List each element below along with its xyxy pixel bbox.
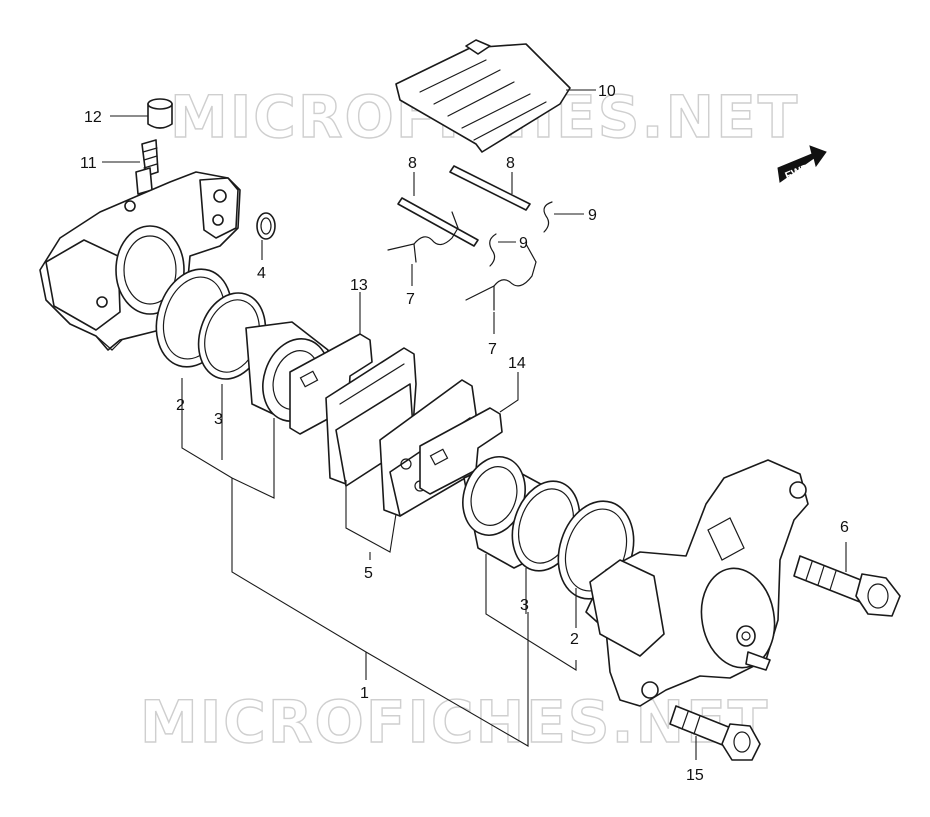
caliper-left-half: [39, 171, 241, 351]
pad-shim-14: [419, 407, 503, 495]
pin-clip-9a: [543, 201, 553, 233]
callout-13: 13: [350, 277, 368, 294]
callout-2a: 2: [176, 397, 185, 414]
callout-2b: 2: [570, 631, 579, 648]
callout-1: 1: [360, 685, 369, 702]
mounting-bolt-15: [669, 705, 761, 761]
callout-14: 14: [508, 355, 526, 372]
callout-6: 6: [840, 519, 849, 536]
pad-shim-13: [289, 333, 373, 435]
callout-15: 15: [686, 767, 704, 784]
callout-12: 12: [84, 109, 102, 126]
callout-10: 10: [598, 83, 616, 100]
callout-7a: 7: [406, 291, 415, 308]
mounting-bolt-6: [793, 555, 901, 617]
callout-4: 4: [257, 265, 266, 282]
fwd-arrow-badge: FWD: [777, 145, 827, 183]
callout-3a: 3: [214, 411, 223, 428]
callout-9b: 9: [519, 235, 528, 252]
callout-numbers: 12 11 4 10 8 8 9 9 7 7 13 14 2 3 5 1 3 2…: [80, 83, 849, 784]
callout-7b: 7: [488, 341, 497, 358]
callout-11: 11: [80, 155, 97, 172]
callout-9a: 9: [588, 207, 597, 224]
caliper-right-half: [585, 459, 809, 707]
watermark-bottom: MICROFICHES.NET: [140, 688, 769, 756]
pad-pin-8b: [449, 165, 531, 211]
washer-part: [256, 212, 276, 240]
bleeder-screw-part: [135, 139, 159, 195]
pad-spring-7a: [387, 211, 459, 263]
pad-spring-7b: [465, 243, 537, 311]
callout-5: 5: [364, 565, 373, 582]
pad-pin-8a: [397, 197, 479, 247]
pad-cover-10: [395, 39, 571, 153]
pin-clip-9b: [489, 233, 497, 267]
leader-lines: [102, 89, 847, 760]
bleeder-cap-part: [147, 98, 173, 129]
callout-8b: 8: [506, 155, 515, 172]
callout-3b: 3: [520, 597, 529, 614]
callout-8a: 8: [408, 155, 417, 172]
